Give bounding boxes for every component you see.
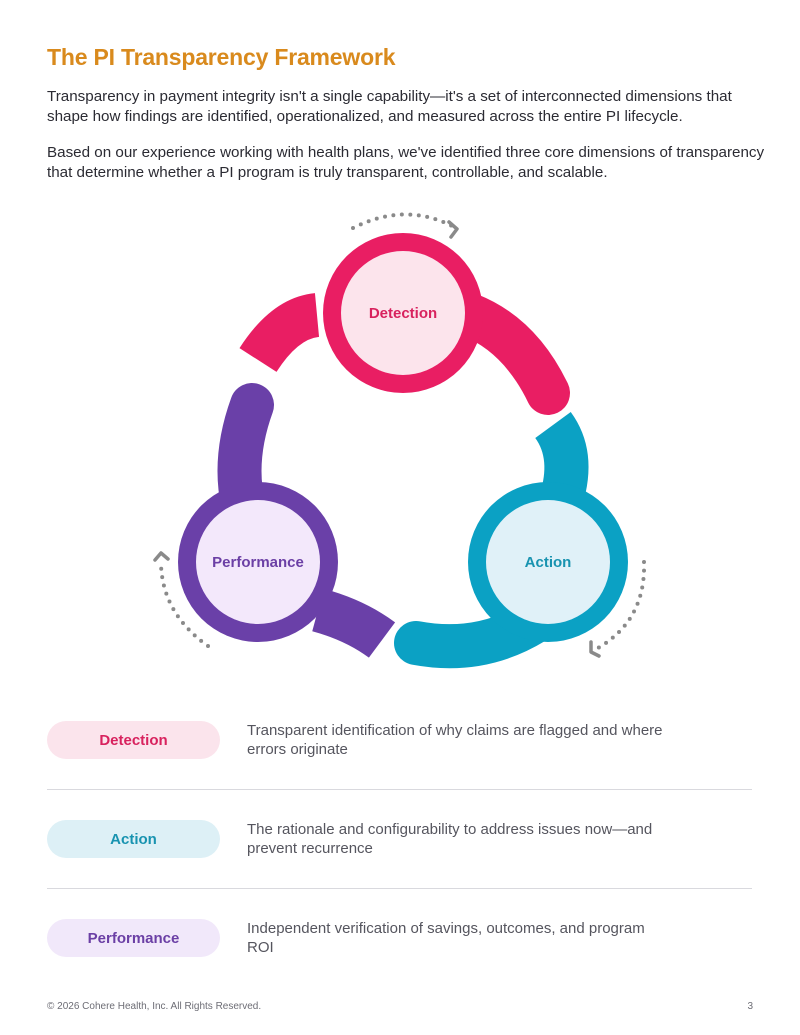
- footer-page-number: 3: [747, 1001, 753, 1012]
- action-pill: Action: [47, 820, 220, 858]
- performance-node: Performance: [178, 383, 396, 658]
- detection-pill: Detection: [47, 721, 220, 759]
- action-description: The rationale and configurability to add…: [247, 821, 653, 857]
- detection-description: Transparent identification of why claims…: [247, 722, 663, 758]
- detection-node-label: Detection: [369, 305, 437, 322]
- performance-pill: Performance: [47, 919, 220, 957]
- dimension-row-performance: Performance Independent verification of …: [47, 908, 752, 968]
- divider: [47, 888, 752, 889]
- transparency-cycle-diagram: Detection Action Performance: [153, 212, 647, 669]
- action-node-label: Action: [525, 554, 572, 571]
- action-node: Action: [394, 411, 628, 669]
- detection-node: Detection: [239, 233, 570, 415]
- page-title: The PI Transparency Framework: [47, 44, 396, 70]
- performance-description: Independent verification of savings, out…: [247, 920, 645, 956]
- dimension-row-action: Action The rationale and configurability…: [47, 809, 752, 869]
- footer-copyright: © 2026 Cohere Health, Inc. All Rights Re…: [47, 1001, 262, 1012]
- cycle-arrow-top: [351, 212, 459, 239]
- performance-node-label: Performance: [212, 554, 304, 571]
- cycle-arrow-left: [153, 551, 210, 648]
- cycle-arrow-right: [589, 560, 647, 658]
- intro-paragraph-1: Transparency in payment integrity isn't …: [47, 88, 732, 125]
- intro-paragraph-2: Based on our experience working with hea…: [47, 144, 765, 181]
- divider: [47, 789, 752, 790]
- dimension-row-detection: Detection Transparent identification of …: [47, 710, 752, 770]
